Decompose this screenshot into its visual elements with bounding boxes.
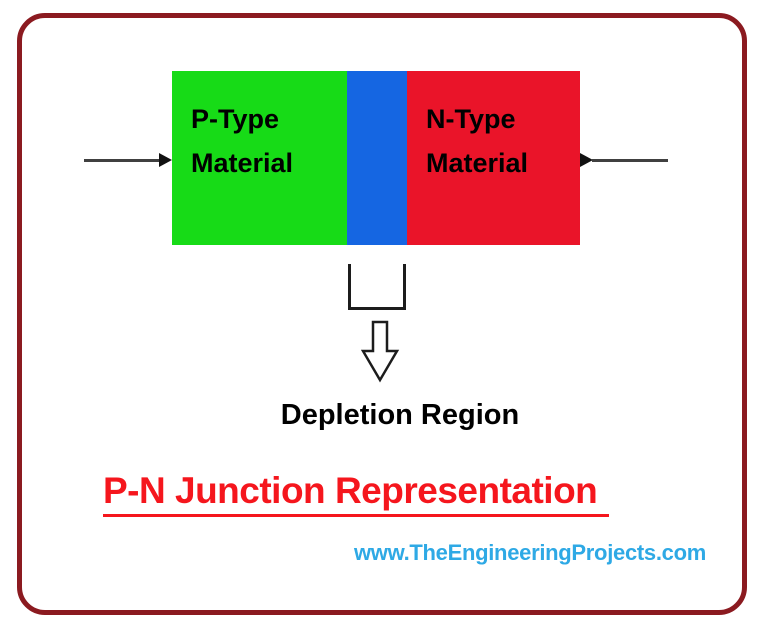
diagram-border-frame	[17, 13, 747, 615]
depletion-caption: Depletion Region	[280, 399, 520, 431]
n-type-region: N-Type Material	[407, 71, 580, 245]
left-lead-arrowhead-icon	[159, 153, 172, 167]
down-arrow-icon	[361, 320, 400, 383]
left-lead-wire	[84, 159, 162, 162]
website-credit: www.TheEngineeringProjects.com	[353, 540, 706, 565]
depletion-band	[347, 71, 407, 245]
n-type-label: N-Type Material	[426, 104, 529, 178]
p-type-region: P-Type Material	[172, 71, 347, 245]
right-lead-arrowhead-icon	[580, 153, 593, 167]
p-type-label: P-Type Material	[191, 104, 294, 178]
right-lead-wire	[592, 159, 668, 162]
page-title: P-N Junction Representation	[103, 470, 610, 517]
depletion-bracket	[348, 264, 406, 310]
page-title-text: P-N Junction Representation	[103, 470, 610, 517]
